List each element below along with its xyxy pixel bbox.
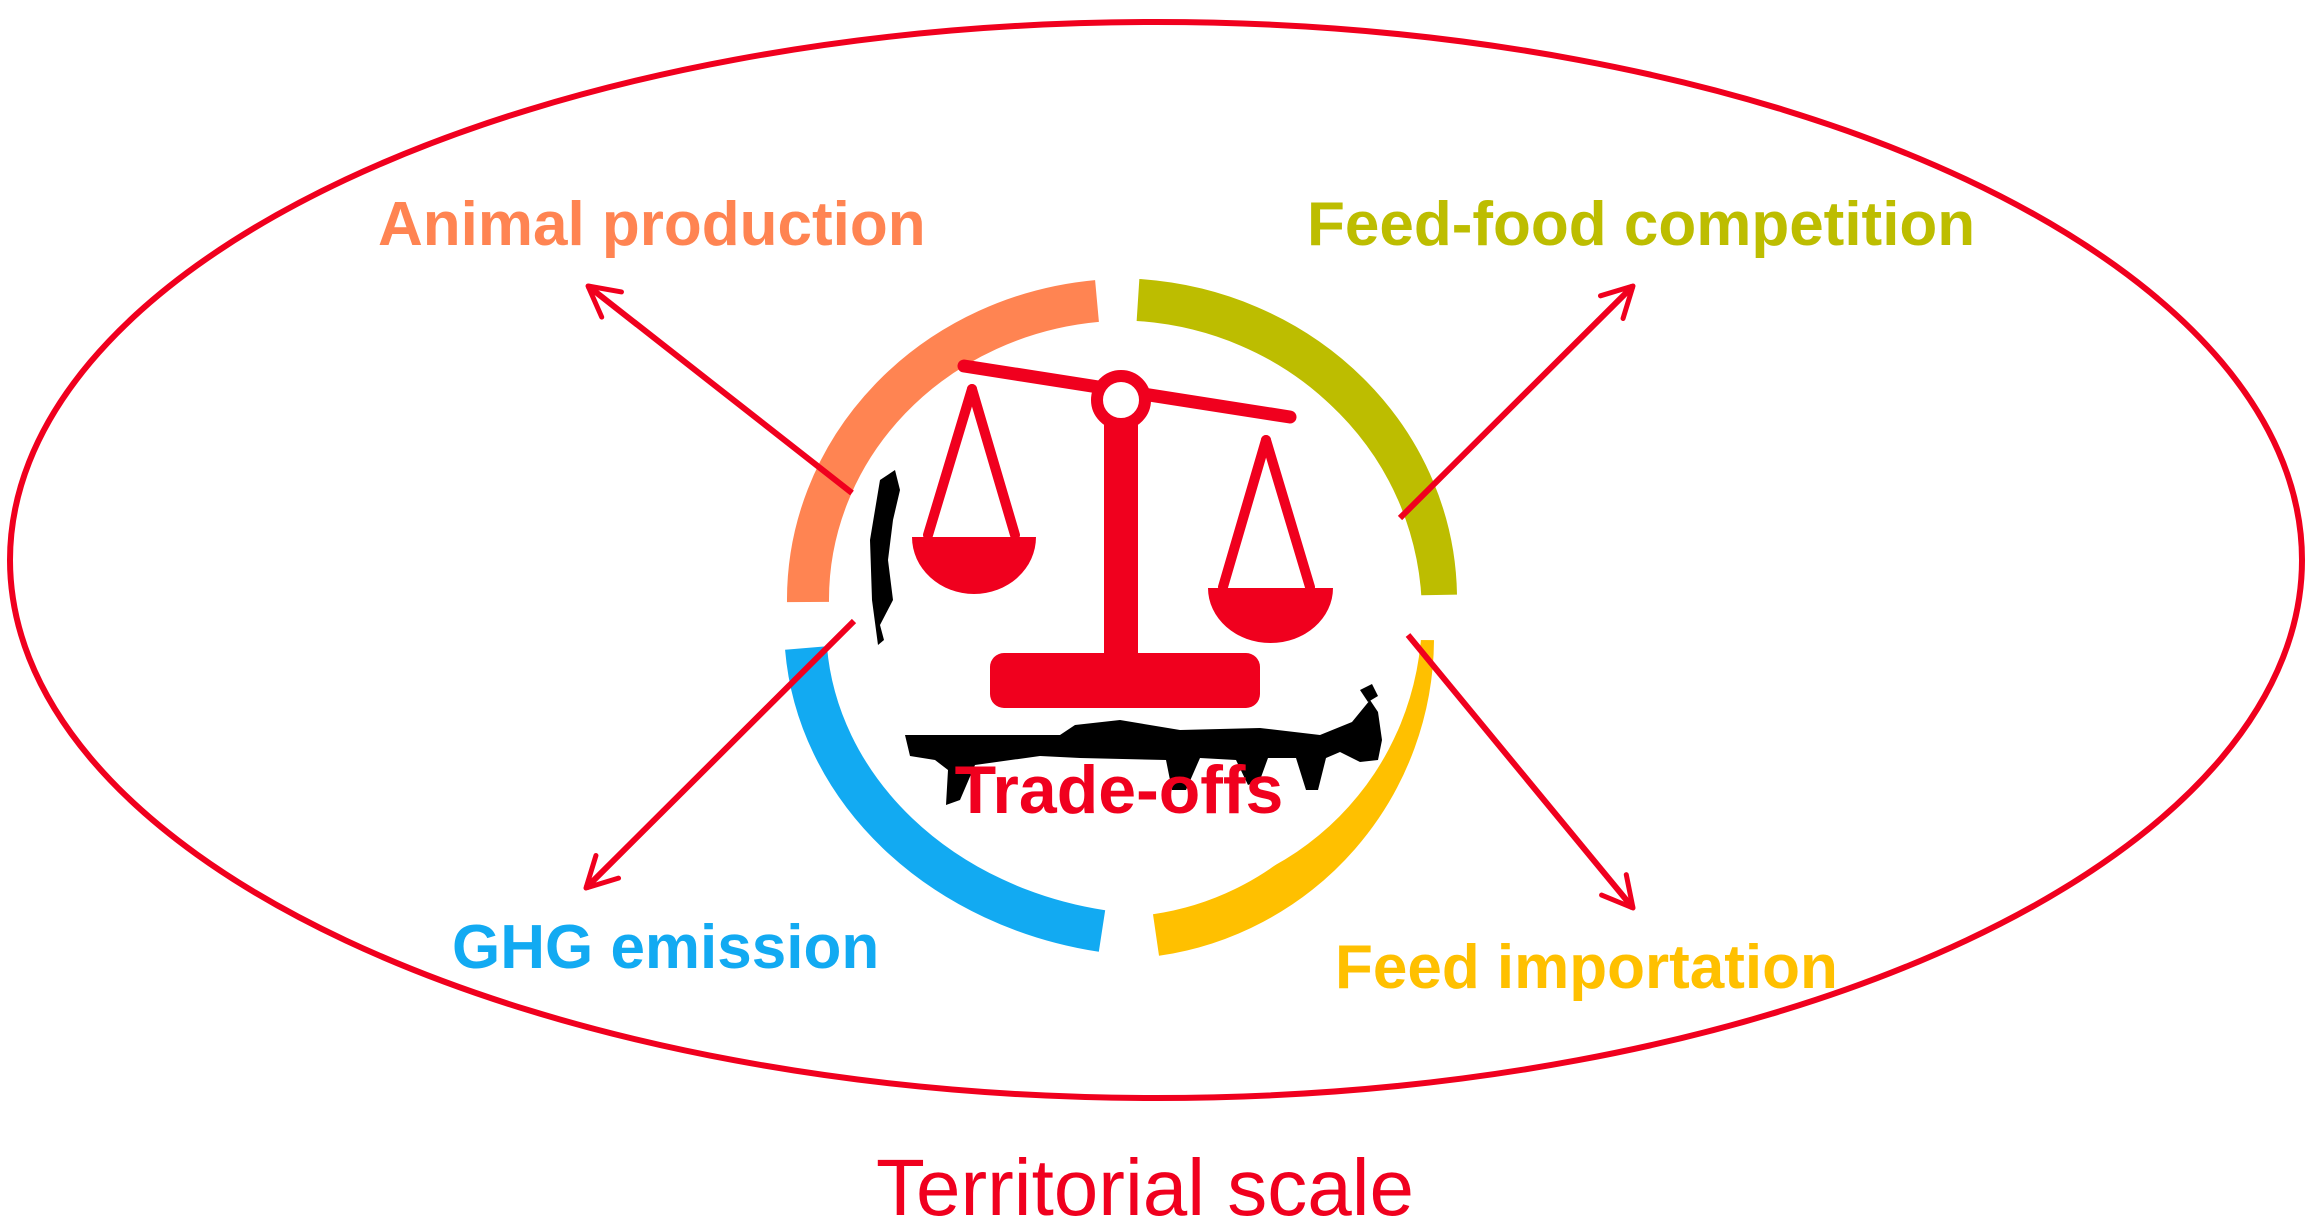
label-feed-food-competition: Feed-food competition: [1307, 190, 1975, 259]
arrow-feed-food-competition: [1397, 283, 1636, 521]
territory-ellipse: [7, 19, 2305, 1101]
cow-silhouette-icon: [870, 470, 1382, 805]
indicator-arrows: [583, 283, 1636, 911]
label-animal-production: Animal production: [378, 190, 926, 259]
ring-segment-animal-production: [786, 280, 1099, 603]
arrow-feed-importation: [1405, 633, 1636, 911]
arrow-animal-production: [585, 283, 854, 496]
label-trade-offs: Trade-offs: [955, 752, 1284, 828]
arrow-ghg-emission: [583, 618, 857, 891]
label-territorial-scale: Territorial scale: [876, 1143, 1414, 1225]
balance-scale-icon: [912, 359, 1333, 708]
ring-segment-ghg-emission: [785, 646, 1106, 952]
label-feed-importation: Feed importation: [1335, 933, 1838, 1002]
label-ghg-emission: GHG emission: [452, 913, 879, 982]
ring-segment-feed-food-competition: [1136, 279, 1457, 596]
